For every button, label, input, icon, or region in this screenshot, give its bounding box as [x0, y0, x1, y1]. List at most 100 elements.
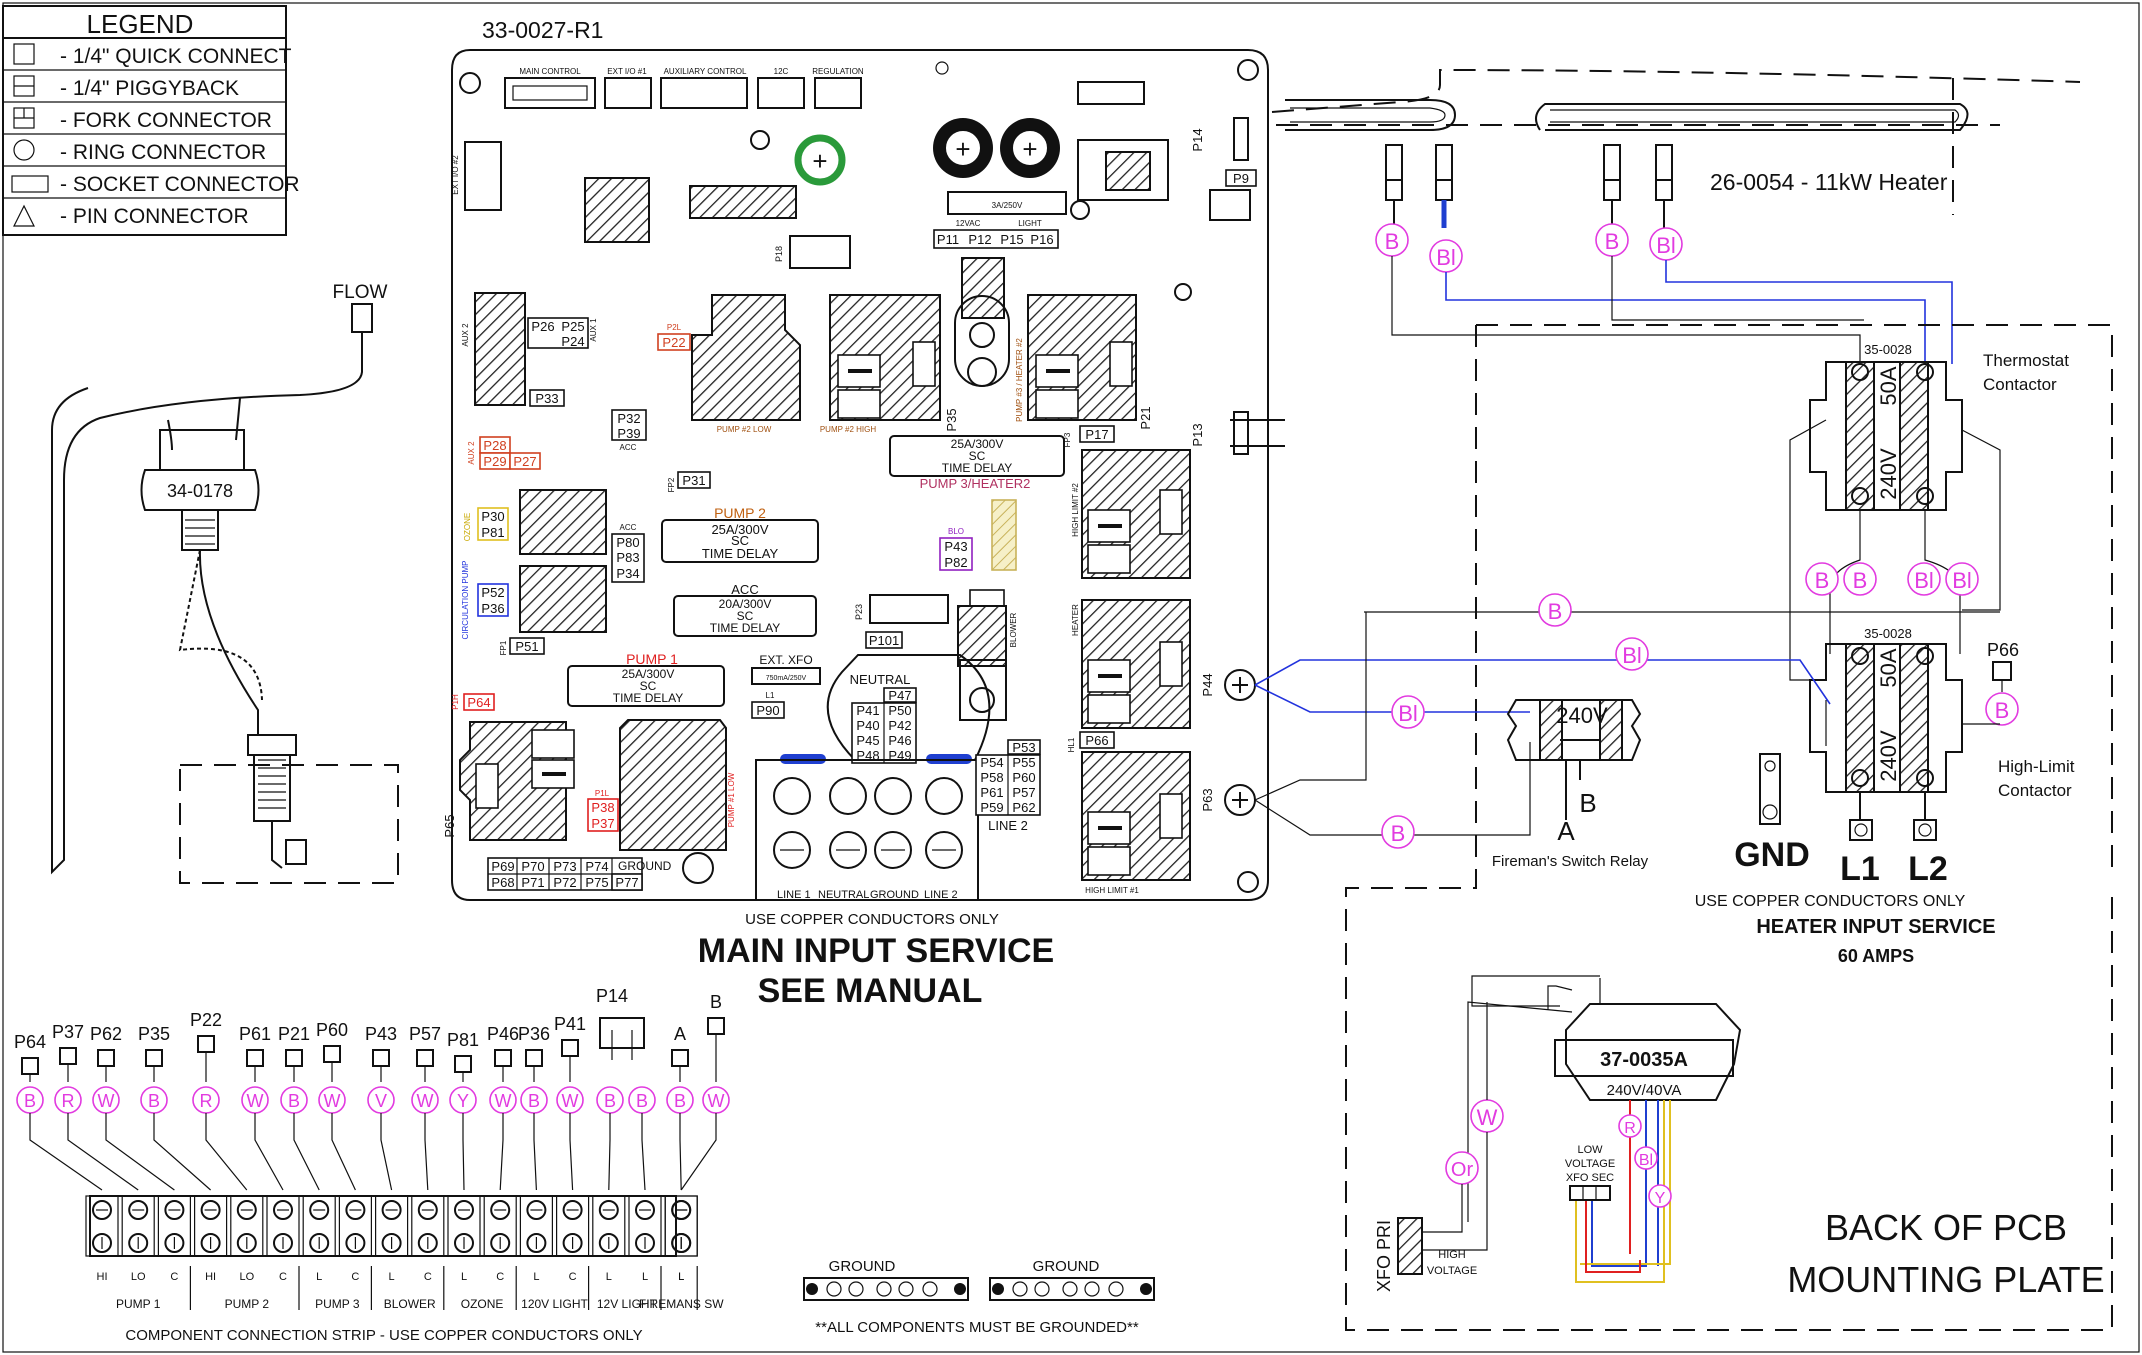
strip-port-label: P37 [52, 1022, 84, 1042]
svg-text:FP2: FP2 [667, 477, 676, 492]
main-input-service: USE COPPER CONDUCTORS ONLY MAIN INPUT SE… [698, 911, 1054, 1010]
strip-port-label: P22 [190, 1010, 222, 1030]
port-label: P12 [968, 232, 991, 247]
strip-wire [29, 1113, 103, 1191]
svg-text:240V/40VA: 240V/40VA [1607, 1082, 1682, 1099]
legend-item: - RING CONNECTOR [60, 141, 266, 164]
svg-text:P70: P70 [521, 859, 544, 874]
strip-terminal[interactable] [85, 1195, 119, 1257]
main-terminal-block[interactable] [755, 759, 979, 901]
strip-terminal[interactable] [447, 1195, 481, 1257]
svg-text:TIME DELAY: TIME DELAY [702, 546, 779, 561]
svg-text:HEATER: HEATER [1071, 604, 1080, 636]
svg-text:LOW: LOW [1577, 1144, 1603, 1156]
strip-port-label: P61 [239, 1024, 271, 1044]
svg-text:P52: P52 [481, 585, 504, 600]
svg-text:P81: P81 [481, 525, 504, 540]
svg-text:A: A [1557, 816, 1575, 846]
svg-text:P21: P21 [1138, 406, 1153, 429]
svg-text:20A/300V: 20A/300V [719, 597, 772, 611]
transformer: 37-0035A 240V/40VA R Bl Y LOW VOLTAGE XF… [1374, 975, 2105, 1300]
plate-label: MOUNTING PLATE [1787, 1259, 2104, 1300]
strip-flag [525, 1049, 543, 1067]
svg-text:P83: P83 [616, 550, 639, 565]
svg-text:12VAC: 12VAC [956, 219, 981, 228]
svg-text:P1H: P1H [451, 694, 460, 710]
svg-text:25A/300V: 25A/300V [951, 437, 1004, 451]
svg-text:PUMP #1 LOW: PUMP #1 LOW [727, 772, 736, 827]
svg-text:PUMP 1: PUMP 1 [626, 651, 678, 667]
svg-text:P54: P54 [980, 755, 1003, 770]
strip-wire [569, 1113, 574, 1191]
svg-text:240V: 240V [1876, 448, 1901, 500]
top-connectors [504, 77, 1145, 109]
ext-io2-label: EXT I/O #2 [451, 155, 460, 195]
strip-group-label: BLOWER [384, 1297, 436, 1311]
chip [584, 177, 650, 243]
strip-terminal[interactable] [483, 1195, 517, 1257]
svg-text:LINE 2: LINE 2 [924, 889, 958, 901]
svg-text:25A/300V: 25A/300V [622, 667, 675, 681]
strip-port-label: P43 [365, 1024, 397, 1044]
relay-pump1-low [619, 719, 727, 851]
strip-wire [153, 1113, 211, 1191]
wire-color-label: B [288, 1091, 300, 1111]
svg-text:LINE 1: LINE 1 [777, 889, 811, 901]
strip-terminal[interactable] [194, 1195, 228, 1257]
svg-text:B: B [1815, 568, 1830, 593]
main-input-title: MAIN INPUT SERVICE [698, 932, 1054, 970]
strip-terminal[interactable] [592, 1195, 626, 1257]
strip-wire [424, 1113, 429, 1191]
svg-text:P64: P64 [467, 695, 490, 710]
strip-wire [680, 1113, 717, 1191]
strip-terminal[interactable] [375, 1195, 409, 1257]
svg-text:GROUND: GROUND [618, 859, 672, 873]
wire-color-label: B [674, 1091, 686, 1111]
p14-connector [599, 1017, 645, 1049]
svg-text:PUMP 2: PUMP 2 [714, 505, 766, 521]
svg-text:TIME DELAY: TIME DELAY [710, 621, 780, 635]
strip-terminal[interactable] [157, 1195, 191, 1257]
strip-terminal[interactable] [411, 1195, 445, 1257]
svg-text:P31: P31 [682, 473, 705, 488]
capacitor-green [794, 134, 846, 186]
svg-text:P1L: P1L [595, 789, 610, 798]
wire-color-label: B [636, 1091, 648, 1111]
strip-terminal[interactable] [121, 1195, 155, 1257]
strip-terminal[interactable] [519, 1195, 554, 1257]
strip-wire [105, 1113, 175, 1191]
svg-text:Bl: Bl [1436, 245, 1456, 270]
svg-text:P25: P25 [561, 319, 584, 334]
strip-terminal[interactable] [230, 1195, 264, 1257]
svg-text:NEUTRAL: NEUTRAL [818, 889, 869, 901]
strip-terminal[interactable] [664, 1195, 698, 1257]
terminal-letter: C [496, 1271, 504, 1283]
strip-wire [462, 1113, 465, 1191]
strip-terminal[interactable] [302, 1195, 336, 1257]
svg-text:P62: P62 [1012, 800, 1035, 815]
svg-text:P35: P35 [944, 408, 959, 431]
ground-bar-left[interactable] [803, 1277, 969, 1301]
fuse-ext-xfo [751, 667, 821, 685]
ground-note: **ALL COMPONENTS MUST BE GROUNDED** [815, 1319, 1139, 1336]
strip-terminal[interactable] [628, 1195, 662, 1257]
strip-terminal[interactable] [338, 1195, 372, 1257]
legend-item: - 1/4" PIGGYBACK [60, 77, 239, 100]
svg-text:B: B [1548, 599, 1563, 624]
svg-text:AUX 1: AUX 1 [589, 318, 598, 342]
svg-text:P65: P65 [442, 814, 457, 837]
strip-wire [331, 1113, 356, 1191]
strip-terminal[interactable] [266, 1195, 300, 1257]
svg-text:P47: P47 [888, 688, 911, 703]
svg-text:P37: P37 [591, 816, 614, 831]
ground-bar-right[interactable] [989, 1277, 1155, 1301]
svg-text:P14: P14 [1190, 128, 1205, 151]
strip-terminal[interactable] [555, 1195, 590, 1257]
svg-text:25A/300V: 25A/300V [711, 522, 768, 537]
strip-wire [641, 1113, 646, 1191]
relay-ozone [519, 489, 607, 555]
svg-text:P43: P43 [944, 539, 967, 554]
svg-text:P80: P80 [616, 535, 639, 550]
strip-wire [608, 1113, 611, 1191]
